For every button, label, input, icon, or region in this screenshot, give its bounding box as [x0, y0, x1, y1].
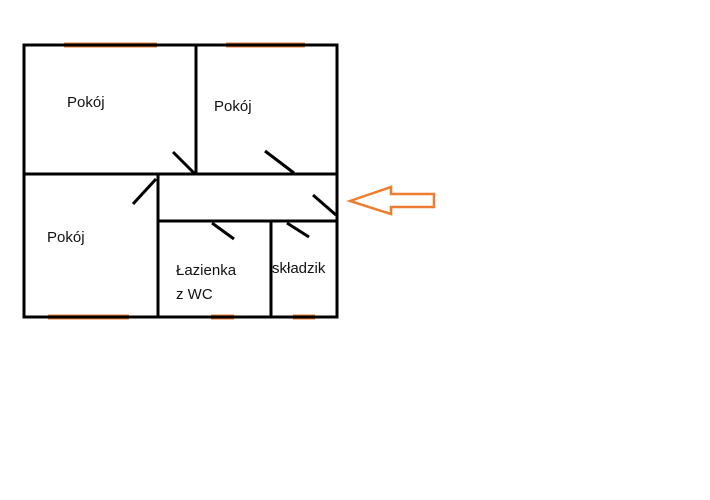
room-label-storage: składzik [272, 260, 326, 277]
room-label-bathroom-line1: Łazienka [176, 262, 237, 279]
outer-wall [22, 43, 339, 319]
walls [22, 43, 339, 319]
room-label-bathroom-line2: z WC [176, 286, 213, 303]
room-label-bottom-left: Pokój [47, 229, 85, 246]
room-label-top-middle: Pokój [214, 98, 252, 115]
room-label-top-left: Pokój [67, 94, 105, 111]
door-top-left-room [171, 150, 196, 175]
door-bottom-left-room [131, 177, 158, 206]
door-bathroom [211, 221, 235, 241]
arrow-left-icon [346, 185, 436, 216]
door-top-middle-room [264, 149, 295, 175]
door-storage [286, 221, 310, 239]
door-entrance [312, 193, 337, 217]
doors [131, 149, 337, 241]
